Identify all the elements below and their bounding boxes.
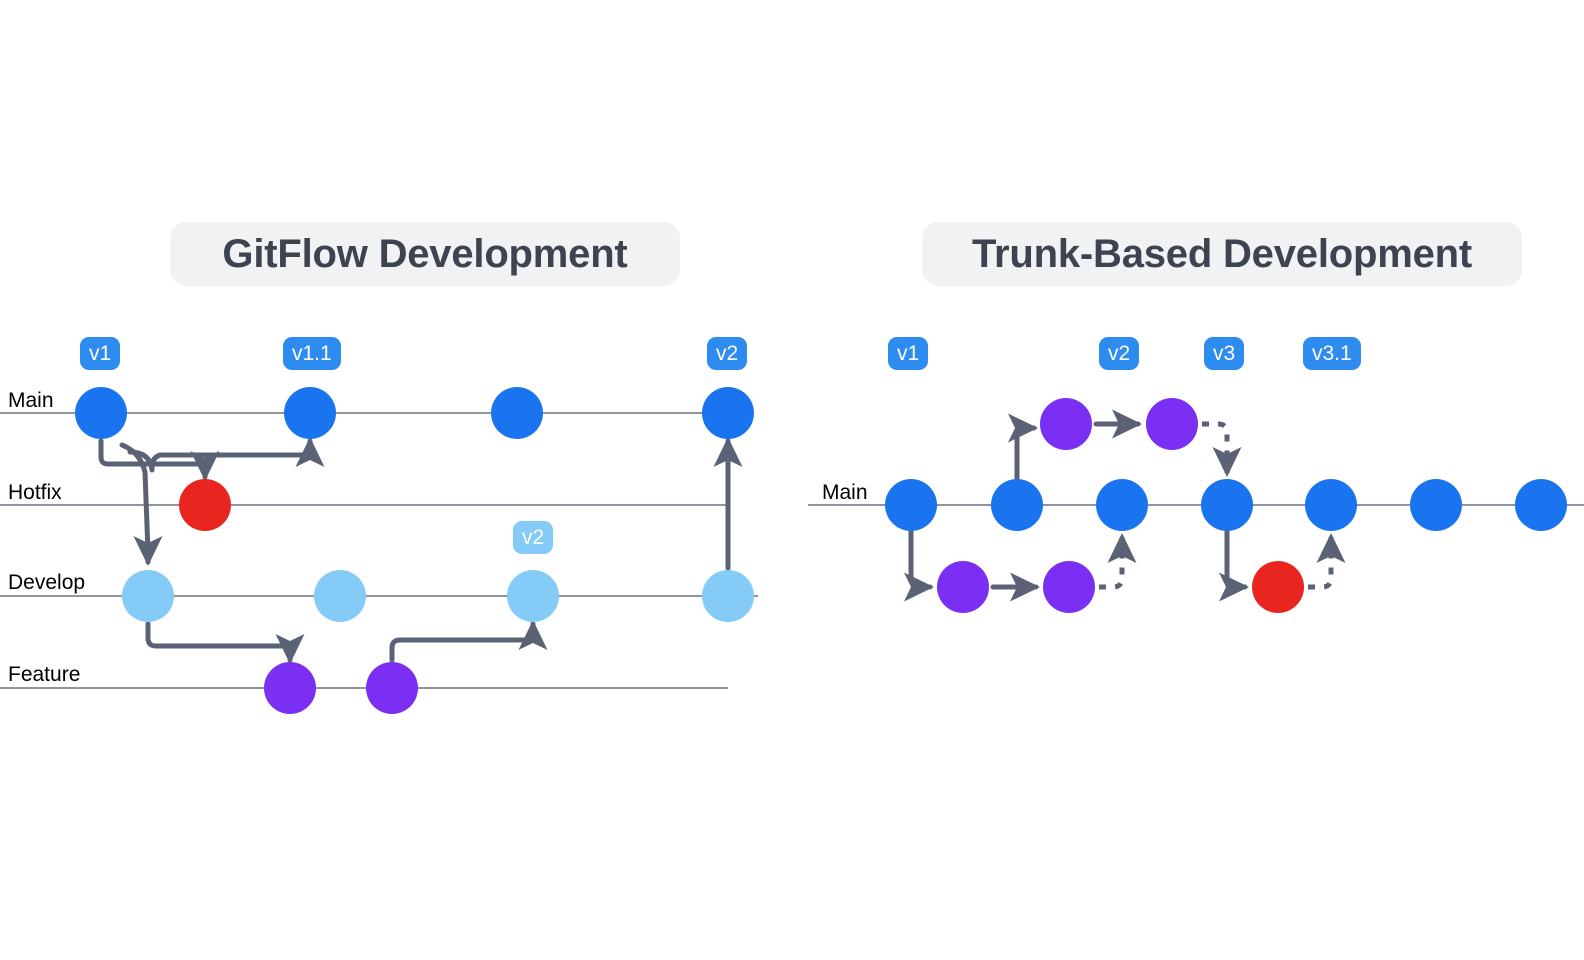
commit-node-feature-1[interactable] (264, 662, 316, 714)
lane-label-feature: Feature (8, 663, 81, 686)
lane-label-hotfix: Hotfix (8, 481, 62, 504)
trunk-commit-node-2[interactable] (991, 479, 1043, 531)
edge-lower-merge-to-trunk (1099, 532, 1137, 590)
commit-node-feature-2[interactable] (366, 662, 418, 714)
trunk-commit-node-6[interactable] (1410, 479, 1462, 531)
commit-node-main-3[interactable] (491, 387, 543, 439)
trunk-commit-node-3[interactable] (1096, 479, 1148, 531)
commit-node-develop-2[interactable] (314, 570, 366, 622)
commit-node-develop-4[interactable] (702, 570, 754, 622)
gitflow-lane-lines (0, 412, 758, 689)
edge-main-to-hotfix (98, 438, 220, 482)
commit-node-hotfix-1[interactable] (179, 479, 231, 531)
edge-develop-to-feature (145, 621, 305, 665)
lane-label-trunk-main: Main (822, 481, 868, 504)
gitflow-title: GitFlow Development (170, 222, 680, 286)
edge-trunk-branch-hotfix (1219, 528, 1250, 602)
gitflow-connectors (98, 436, 743, 665)
lane-label-develop: Develop (8, 571, 86, 594)
commit-node-main-v1-1[interactable] (284, 387, 336, 439)
edge-upper-merge-to-trunk (1202, 421, 1242, 478)
commit-node-develop-v2[interactable] (507, 570, 559, 622)
version-tag-v2-develop[interactable]: v2 (513, 521, 554, 554)
version-tag-v2-main[interactable]: v2 (707, 337, 748, 370)
edge-feature-to-develop (389, 619, 548, 663)
edge-trunk-branch-up (1008, 413, 1039, 482)
trunk-title: Trunk-Based Development (922, 222, 1522, 286)
trunk-commit-node-5[interactable] (1305, 479, 1357, 531)
version-tag-v1[interactable]: v1 (80, 337, 121, 370)
trunk-version-tag-v3[interactable]: v3 (1204, 337, 1245, 370)
trunk-version-tag-v2[interactable]: v2 (1099, 337, 1140, 370)
trunk-lower-branch-node-2[interactable] (1043, 561, 1095, 613)
edge-hotfix-to-main (127, 436, 325, 473)
trunk-commit-node-1[interactable] (885, 479, 937, 531)
trunk-version-tag-v1[interactable]: v1 (888, 337, 929, 370)
trunk-commit-node-4[interactable] (1201, 479, 1253, 531)
edge-main-to-develop (119, 442, 163, 567)
commit-node-develop-1[interactable] (122, 570, 174, 622)
trunk-lower-branch-node-1[interactable] (937, 561, 989, 613)
version-tag-v1-1[interactable]: v1.1 (283, 337, 341, 370)
edge-hotfix-merge-to-trunk (1308, 532, 1346, 590)
commit-node-main-v1[interactable] (75, 387, 127, 439)
edge-trunk-branch-down (904, 528, 935, 602)
trunk-version-tag-v3-1[interactable]: v3.1 (1303, 337, 1361, 370)
lane-label-main: Main (8, 389, 54, 412)
commit-node-main-v2[interactable] (702, 387, 754, 439)
trunk-upper-branch-node-1[interactable] (1040, 398, 1092, 450)
trunk-commit-node-7[interactable] (1515, 479, 1567, 531)
trunk-upper-branch-node-2[interactable] (1146, 398, 1198, 450)
trunk-hotfix-node[interactable] (1252, 561, 1304, 613)
